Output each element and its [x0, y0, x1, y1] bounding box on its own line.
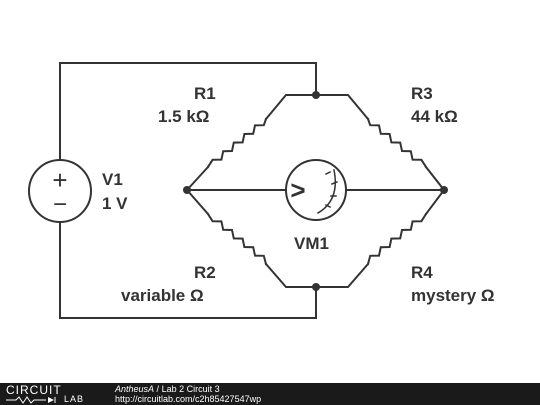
wire-r3-right — [424, 165, 446, 192]
meta-separator: / — [156, 384, 160, 394]
wire-r2-bottom — [264, 262, 317, 288]
junction-bottom — [312, 283, 320, 291]
label-r4-value: mystery Ω — [411, 286, 495, 305]
wire-r1-top — [264, 94, 317, 121]
voltmeter-needle-tick-4 — [324, 203, 332, 209]
circuit-schematic: + − > — [28, 62, 448, 319]
voltmeter-vm1 — [285, 159, 347, 221]
label-r2-value: variable Ω — [121, 286, 204, 305]
circuit-title: Lab 2 Circuit 3 — [161, 384, 220, 394]
circuitlab-logo-text: CIRCUIT — [6, 383, 62, 397]
circuitlab-logo-wave-icon — [6, 396, 56, 404]
label-r3-name: R3 — [411, 84, 433, 103]
circuitlab-logo-lab: LAB — [64, 394, 85, 404]
voltmeter-symbol: > — [290, 175, 305, 205]
junction-left — [183, 186, 191, 194]
label-vm1-name: VM1 — [294, 234, 329, 253]
voltmeter-needle-tick-2 — [331, 181, 338, 185]
label-v1-value: 1 V — [102, 194, 128, 213]
wire-bottom — [59, 222, 317, 319]
label-r1-name: R1 — [194, 84, 216, 103]
resistor-r2 — [206, 212, 268, 266]
label-r4-name: R4 — [411, 263, 433, 282]
wire-r4-bottom — [315, 262, 370, 288]
label-r2-name: R2 — [194, 263, 216, 282]
voltage-source-v1 — [28, 159, 92, 223]
wire-top — [59, 62, 317, 161]
label-r3-value: 44 kΩ — [411, 107, 458, 126]
source-minus-sign: − — [53, 191, 67, 218]
junction-right — [440, 186, 448, 194]
circuit-meta: AntheusA / Lab 2 Circuit 3 — [115, 384, 220, 394]
wire-r3-top — [315, 94, 370, 121]
footer-bar: CIRCUIT LAB AntheusA / Lab 2 Circuit 3 h… — [0, 383, 540, 405]
junction-top — [312, 91, 320, 99]
source-plus-sign: + — [52, 165, 67, 195]
wire-r1-left — [185, 165, 210, 192]
wire-r4-right — [424, 188, 446, 216]
voltmeter-needle-tick-1 — [324, 170, 332, 176]
label-r1-value: 1.5 kΩ — [158, 107, 210, 126]
wire-r2-left — [185, 188, 210, 216]
author-link[interactable]: AntheusA — [115, 384, 155, 394]
resistor-r1 — [206, 117, 268, 169]
label-v1-name: V1 — [102, 170, 123, 189]
resistor-r4 — [366, 212, 428, 266]
resistor-r3 — [366, 117, 428, 169]
circuit-url-link[interactable]: http://circuitlab.com/c2h85427547wp — [115, 394, 262, 404]
voltmeter-needle-icon — [316, 169, 336, 215]
